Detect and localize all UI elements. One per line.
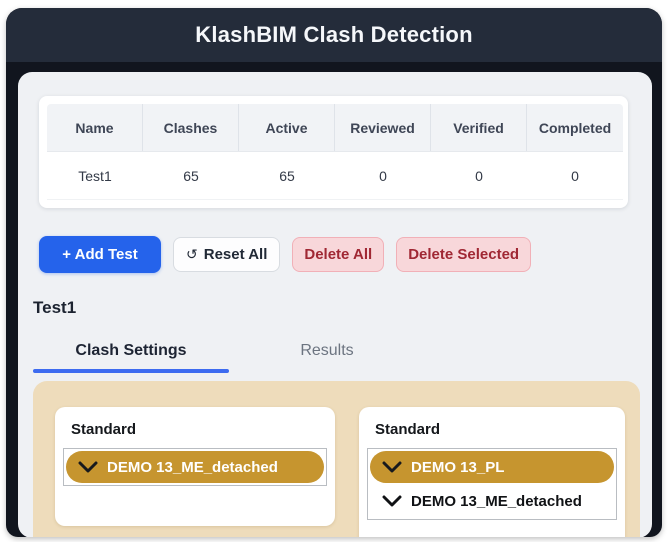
cell-name: Test1 (78, 167, 112, 184)
option-demo13-me-detached-left[interactable]: DEMO 13_ME_detached (66, 451, 324, 483)
option-label: DEMO 13_ME_detached (107, 458, 278, 476)
cell-active: 65 (279, 167, 295, 184)
standard-selector-card-left: Standard DEMO 13_ME_detached (55, 407, 335, 526)
tab-clash-settings[interactable]: Clash Settings (33, 334, 229, 373)
standard-label-left: Standard (71, 421, 137, 438)
tab-bar: Clash Settings Results (33, 334, 652, 373)
app-title: KlashBIM Clash Detection (195, 22, 473, 47)
card-empty-space (61, 486, 329, 514)
tab-results-label: Results (300, 342, 354, 359)
option-label: DEMO 13_PL (411, 458, 505, 476)
option-demo13-pl[interactable]: DEMO 13_PL (370, 451, 614, 483)
col-name: Name (47, 104, 143, 151)
tests-table-card: Name Clashes Active Reviewed Verified Co… (39, 96, 628, 208)
standard-listbox-right: DEMO 13_PL DEMO 13_ME_detached (367, 448, 617, 520)
reset-all-button[interactable]: ↺ Reset All (173, 237, 281, 272)
col-completed: Completed (538, 119, 612, 136)
cell-completed: 0 (571, 167, 579, 184)
active-tab-underline (33, 369, 229, 373)
delete-selected-button[interactable]: Delete Selected (396, 237, 532, 272)
tab-results[interactable]: Results (229, 334, 425, 373)
cell-verified: 0 (475, 167, 483, 184)
option-label: DEMO 13_ME_detached (411, 492, 582, 510)
col-clashes: Clashes (143, 104, 239, 151)
cell-clashes: 65 (183, 167, 199, 184)
chevron-down-icon[interactable] (78, 460, 98, 474)
col-reviewed: Reviewed (335, 104, 431, 151)
delete-all-button[interactable]: Delete All (292, 237, 385, 272)
current-test-title: Test1 (33, 298, 77, 317)
chevron-down-icon[interactable] (382, 494, 402, 508)
cell-reviewed: 0 (379, 167, 387, 184)
tab-clash-settings-label: Clash Settings (75, 342, 187, 359)
tests-table-header: Name Clashes Active Reviewed Verified Co… (47, 104, 623, 152)
content-panel: Name Clashes Active Reviewed Verified Co… (18, 72, 652, 537)
standard-label-right: Standard (375, 421, 441, 438)
title-bar: KlashBIM Clash Detection (6, 8, 662, 62)
standard-selector-card-right: Standard DEMO 13_PL DEMO 13_ME_detached (359, 407, 625, 537)
reset-all-label: Reset All (203, 246, 268, 263)
app-window: KlashBIM Clash Detection Name Clashes Ac… (6, 8, 662, 537)
card-empty-space (365, 520, 619, 537)
reset-icon: ↺ (186, 245, 198, 262)
add-test-button[interactable]: + Add Test (39, 236, 161, 273)
clash-settings-panel: Standard DEMO 13_ME_detached Standard (33, 381, 640, 537)
toolbar: + Add Test ↺ Reset All Delete All Delete… (39, 236, 652, 273)
col-verified: Verified (431, 104, 527, 151)
option-demo13-me-detached-right[interactable]: DEMO 13_ME_detached (370, 485, 614, 517)
col-active: Active (239, 104, 335, 151)
table-row[interactable]: Test1 65 65 0 0 0 (47, 152, 623, 200)
tests-table: Name Clashes Active Reviewed Verified Co… (47, 104, 623, 200)
standard-listbox-left: DEMO 13_ME_detached (63, 448, 327, 486)
chevron-down-icon[interactable] (382, 460, 402, 474)
